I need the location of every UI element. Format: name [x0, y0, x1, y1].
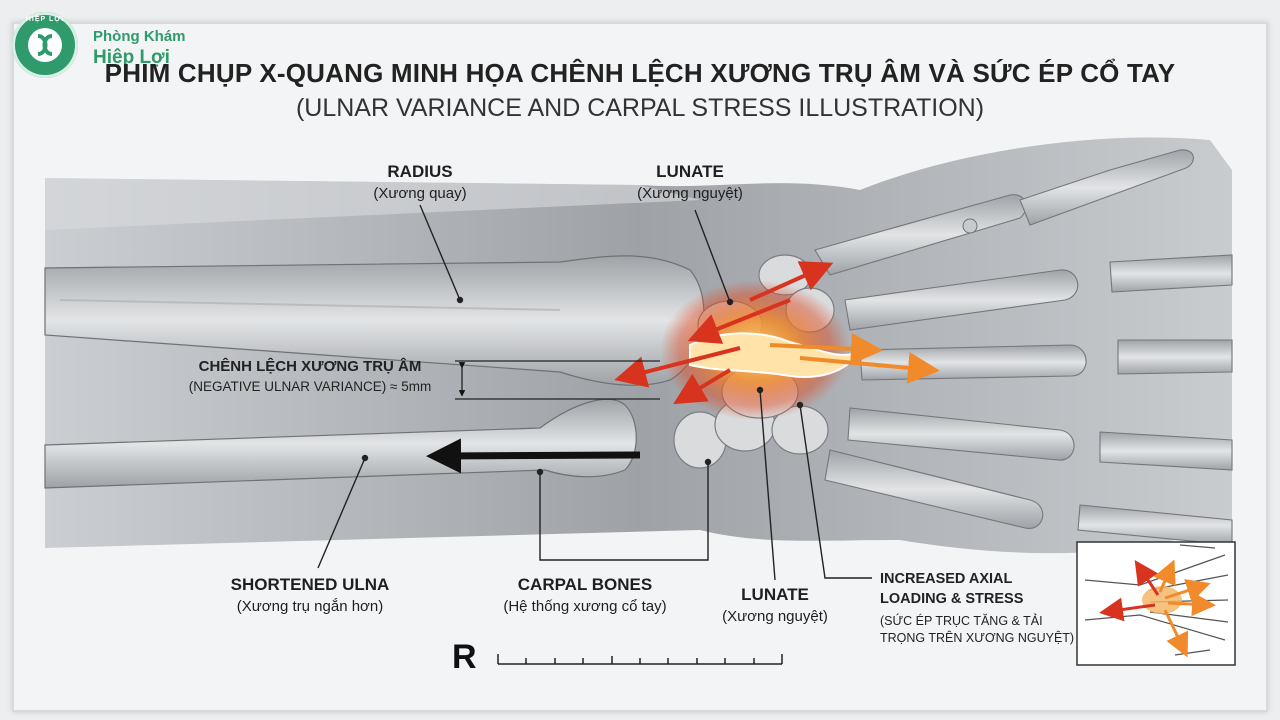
side-marker: R	[452, 638, 477, 676]
label-stress-en-1: INCREASED AXIAL	[880, 571, 1013, 587]
label-variance: CHÊNH LỆCH XƯƠNG TRỤ ÂM (NEGATIVE ULNAR …	[160, 358, 460, 394]
label-variance-en: CHÊNH LỆCH XƯƠNG TRỤ ÂM	[198, 358, 422, 375]
logo-ring-text: HIỆP LỢI	[25, 16, 65, 23]
label-radius: RADIUS (Xương quay)	[320, 162, 520, 202]
label-carpal: CARPAL BONES (Hệ thống xương cổ tay)	[460, 575, 710, 615]
hand-bones	[814, 149, 1233, 546]
label-ulna-en: SHORTENED ULNA	[230, 575, 390, 594]
inset-sketch	[1076, 541, 1236, 666]
clinic-brand: Phòng Khám Hiệp Lợi	[93, 28, 186, 69]
label-lunate-bottom-en: LUNATE	[741, 585, 809, 604]
clinic-logo: HIỆP LỢI	[12, 12, 78, 78]
label-ulna-vi: (Xương trụ ngắn hơn)	[236, 598, 384, 615]
label-radius-vi: (Xương quay)	[373, 185, 467, 202]
label-variance-vi: (NEGATIVE ULNAR VARIANCE) ≈ 5mm	[188, 379, 432, 394]
shortening-arrow	[426, 438, 641, 474]
label-stress: INCREASED AXIAL LOADING & STRESS (SỨC ÉP…	[880, 569, 1074, 647]
leader-lines	[317, 204, 872, 581]
label-stress-en-2: LOADING & STRESS	[880, 591, 1024, 607]
label-lunate-top-vi: (Xương nguyệt)	[637, 185, 743, 202]
page-title: PHIM CHỤP X-QUANG MINH HỌA CHÊNH LỆCH XƯ…	[104, 58, 1176, 88]
scale-bar	[497, 654, 783, 665]
ulna-bone	[44, 398, 637, 489]
label-radius-en: RADIUS	[387, 162, 453, 181]
label-stress-vi-1: (SỨC ÉP TRỤC TĂNG & TẢI	[880, 614, 1043, 628]
brand-line2: Hiệp Lợi	[93, 47, 170, 68]
logo-emblem-icon	[28, 28, 62, 62]
variance-measure	[455, 360, 660, 400]
brand-line1: Phòng Khám	[93, 28, 186, 45]
label-lunate-top: LUNATE (Xương nguyệt)	[590, 162, 790, 202]
label-lunate-bottom: LUNATE (Xương nguyệt)	[690, 585, 860, 625]
page-subtitle: (ULNAR VARIANCE AND CARPAL STRESS ILLUST…	[295, 94, 985, 122]
label-stress-vi-2: TRỌNG TRÊN XƯƠNG NGUYỆT)	[880, 631, 1075, 645]
label-ulna: SHORTENED ULNA (Xương trụ ngắn hơn)	[200, 575, 420, 615]
label-lunate-top-en: LUNATE	[656, 162, 724, 181]
label-carpal-en: CARPAL BONES	[517, 575, 653, 594]
stress-arrows	[614, 261, 940, 405]
label-carpal-vi: (Hệ thống xương cổ tay)	[503, 598, 667, 615]
label-lunate-bottom-vi: (Xương nguyệt)	[722, 608, 828, 625]
